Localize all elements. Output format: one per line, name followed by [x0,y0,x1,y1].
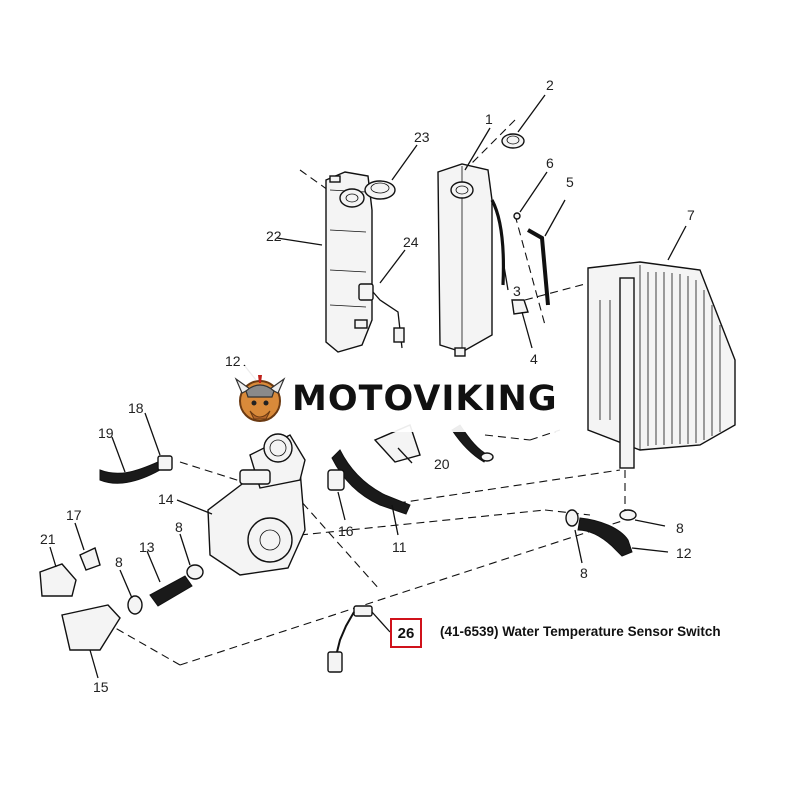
label-15: 15 [93,679,109,695]
label-19: 19 [98,425,114,441]
viking-mascot-logo [234,375,286,422]
overflow-tank [325,171,373,353]
label-23: 23 [414,129,430,145]
hose-13 [149,575,193,607]
hose-end-upper [451,424,494,463]
radiator-surge-tank [437,163,493,357]
hose-19 [99,461,161,484]
overflow-tank-cap [364,180,396,200]
clip-17 [79,547,101,571]
label-8-left: 8 [115,554,123,570]
assembly-dash-lines [109,119,626,666]
part-number-labels: 1 2 3 4 5 6 7 8 8 8 8 11 12 12 13 14 15 … [40,77,695,695]
radiator-cap [501,133,525,149]
hose-clamp-8-left [127,595,143,615]
bracket-21 [39,563,77,597]
label-8-pump: 8 [175,519,183,535]
label-16: 16 [338,523,354,539]
label-8-right: 8 [676,520,684,536]
hose-clamp-8-pump [186,564,204,580]
outlet-pipe-15 [61,604,121,651]
fitting-18 [157,455,173,471]
lower-radiator-hose-12 [565,509,633,557]
callout-number-box: 26 [390,618,422,648]
fitting-6 [513,212,521,220]
label-1: 1 [485,111,493,127]
label-22: 22 [266,228,282,244]
label-21: 21 [40,531,56,547]
label-5: 5 [566,174,574,190]
valve-4 [511,299,529,315]
hose-clamp-8-right [619,509,637,521]
label-6: 6 [546,155,554,171]
vent-tube-5 [527,228,550,306]
label-12-right: 12 [676,545,692,561]
label-24: 24 [403,234,419,250]
label-7: 7 [687,207,695,223]
clip-16 [327,469,345,491]
label-8-lower: 8 [580,565,588,581]
label-17: 17 [66,507,82,523]
sensor-plug [358,283,405,349]
label-13: 13 [139,539,155,555]
label-2: 2 [546,77,554,93]
label-3: 3 [513,283,521,299]
brand-name: MOTOVIKING [292,379,558,419]
label-20: 20 [434,456,450,472]
water-pump [207,433,306,576]
label-4: 4 [530,351,538,367]
label-18: 18 [128,400,144,416]
label-12-top: 12 [225,353,241,369]
motoviking-watermark: MOTOVIKING [228,366,570,432]
radiator-core [587,261,736,469]
callout-description: (41-6539) Water Temperature Sensor Switc… [440,624,721,639]
label-11: 11 [392,539,407,555]
label-14: 14 [158,491,174,507]
water-temperature-sensor-switch [327,605,373,673]
small-hose-3 [490,199,505,286]
